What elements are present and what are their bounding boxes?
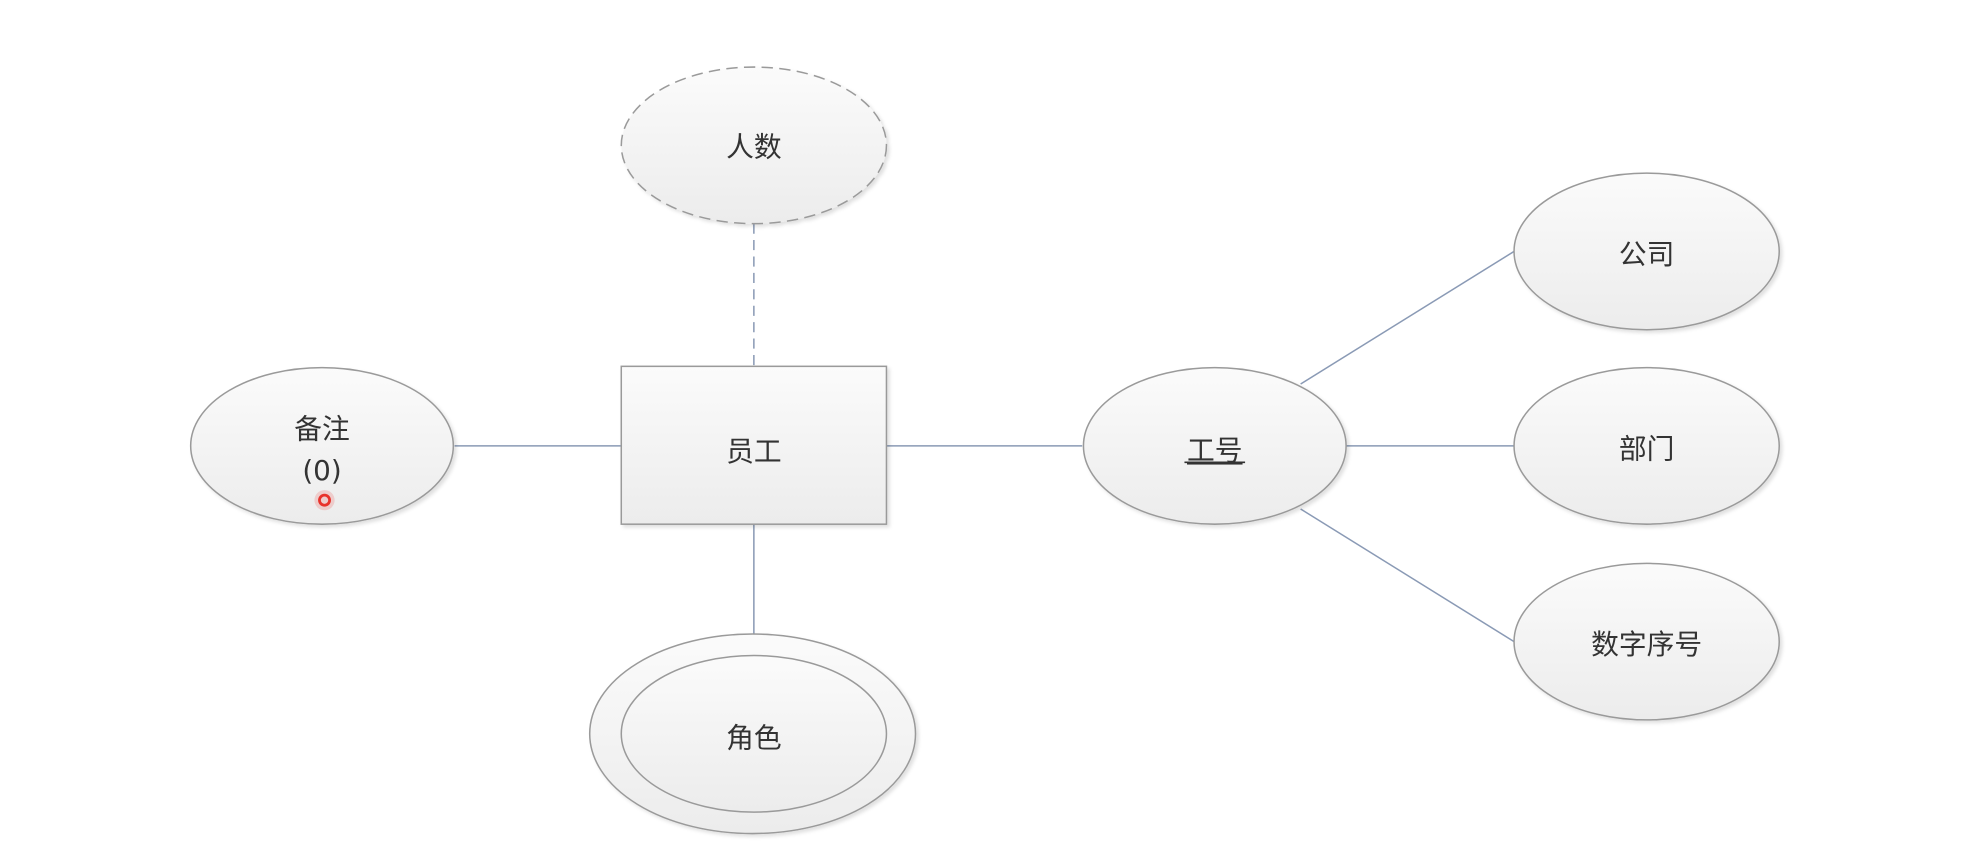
department-attribute-label: 部门 xyxy=(1619,433,1675,466)
department-attribute-shape[interactable] xyxy=(1513,366,1780,525)
serial-attribute-shape[interactable] xyxy=(1513,562,1780,721)
key-attribute-shape[interactable] xyxy=(1082,366,1347,525)
company-attribute-shape[interactable] xyxy=(1513,172,1780,331)
note-attribute-sub: (0) xyxy=(302,454,341,487)
derived-attribute-shape[interactable] xyxy=(620,66,888,225)
note-attribute-label: 备注 xyxy=(294,412,350,445)
multivalued-inner-shape[interactable] xyxy=(620,654,888,813)
note-attribute-shape[interactable] xyxy=(189,366,455,525)
derived-attribute-label: 人数 xyxy=(726,131,782,164)
key-attribute-label: 工号 xyxy=(1187,434,1243,467)
cursor-indicator-icon xyxy=(314,490,335,511)
company-attribute-label: 公司 xyxy=(1619,238,1675,271)
connector-serial[interactable] xyxy=(1300,508,1515,643)
serial-attribute-label: 数字序号 xyxy=(1591,628,1702,661)
multivalued-attribute-label: 角色 xyxy=(726,722,782,755)
connector-company[interactable] xyxy=(1300,250,1515,385)
entity-label: 员工 xyxy=(726,435,782,468)
entity-shape[interactable] xyxy=(620,365,888,525)
